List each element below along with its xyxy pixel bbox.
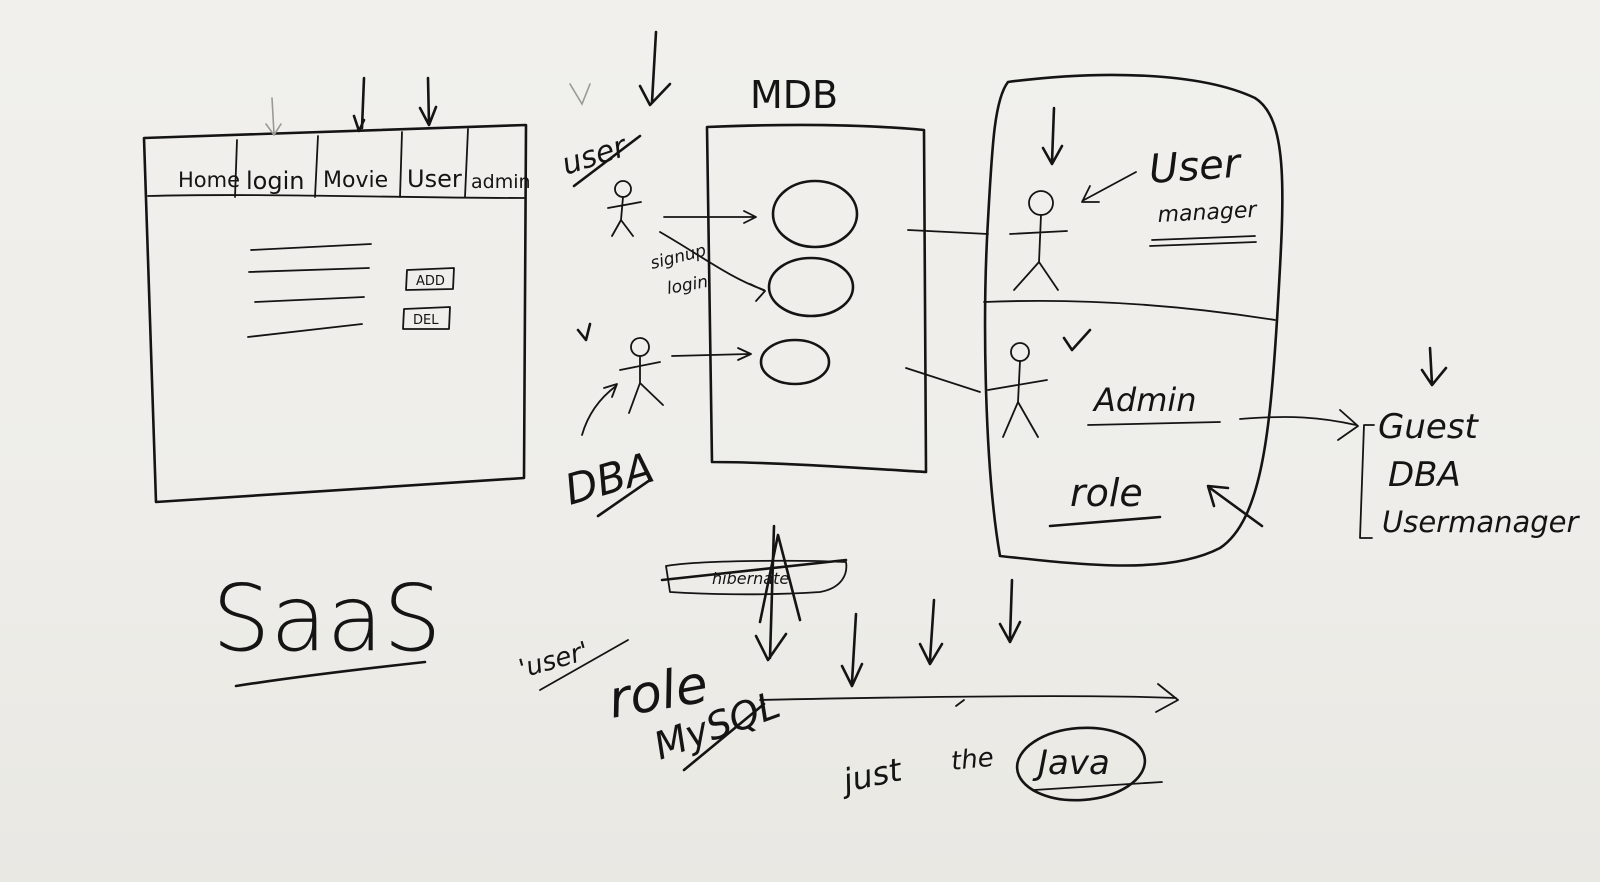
content-line (250, 243, 372, 251)
mdb-usecase: MDB user signup login DBA (558, 30, 928, 518)
dba-actor-label: DBA (559, 443, 659, 515)
role-guest: Guest (1378, 407, 1480, 447)
check-icon (1062, 328, 1092, 352)
arrow-right-icon (663, 210, 757, 224)
saas-text: SaaS (212, 565, 442, 672)
user-manager-sublabel: manager (1157, 198, 1259, 228)
arrow-left-icon (1081, 171, 1137, 203)
arrow-up-left-icon (1206, 484, 1264, 528)
dba-actor-icon (619, 337, 664, 414)
mdb-title: MDB (750, 73, 838, 117)
arrow-down-icon (638, 30, 672, 107)
tab-home[interactable]: Home (178, 168, 240, 192)
content-line (254, 296, 365, 303)
panel-divider (983, 300, 1276, 321)
check-icon (758, 533, 802, 624)
arrow-down-icon (840, 612, 864, 688)
arrow-down-icon (265, 97, 282, 137)
arrow-down-icon (754, 524, 788, 662)
underline (1048, 515, 1162, 528)
role-usermanager: Usermanager (1382, 505, 1581, 539)
just-note: just (836, 750, 906, 800)
usecase-ellipse (771, 179, 859, 249)
arrow-up-icon (581, 383, 618, 436)
tab-separator (234, 139, 238, 198)
role-label: role (1070, 471, 1143, 515)
java-label: Java (1032, 743, 1110, 783)
underline (539, 639, 629, 691)
del-button-label: DEL (413, 313, 439, 328)
del-button[interactable]: DEL (402, 306, 451, 330)
underline (682, 702, 766, 772)
bracket (1359, 424, 1375, 539)
user-actor-label: user (558, 129, 633, 183)
add-button[interactable]: ADD (405, 267, 455, 291)
arrow-down-icon (1420, 346, 1448, 387)
underline (1033, 781, 1163, 791)
mdb-system-box (705, 123, 928, 474)
check-icon (576, 322, 592, 342)
role-panel-outline (983, 73, 1284, 567)
user-note: 'user' (516, 636, 593, 684)
tab-separator (464, 128, 469, 198)
arrow-right-icon (759, 683, 1179, 713)
association-line (907, 229, 989, 235)
underline (1087, 421, 1221, 426)
content-line (247, 323, 363, 338)
signup-note: signup (648, 241, 708, 274)
add-button-label: ADD (416, 274, 445, 289)
role-panel: User manager Admin role (905, 73, 1284, 567)
arrow-down-icon (1041, 106, 1064, 166)
tab-separator (399, 131, 403, 198)
admin-actor-icon (987, 342, 1048, 438)
login-note: login (665, 272, 709, 299)
struck-text: hibernate (712, 569, 789, 588)
tab-login[interactable]: login (246, 167, 304, 195)
arrow-right-icon (671, 347, 752, 361)
content-line (248, 267, 370, 273)
tab-separator (314, 135, 319, 198)
user-manager-actor-icon (1009, 190, 1068, 291)
saas-label: SaaS (212, 565, 442, 688)
arrow-down-icon (418, 76, 438, 127)
website-mockup: Home login Movie User admin ADD DEL (142, 76, 531, 504)
mockup-nav-divider (147, 194, 526, 199)
usecase-ellipse (767, 256, 855, 318)
arrow-right-icon (659, 231, 766, 302)
arrow-down-icon (998, 578, 1022, 644)
tick-mark (955, 699, 965, 707)
usecase-ellipse (759, 338, 831, 386)
user-manager-label: User (1147, 141, 1244, 193)
arrow-right-icon (1239, 409, 1359, 441)
tab-movie[interactable]: Movie (323, 168, 388, 193)
user-actor-icon (607, 180, 642, 237)
underline (596, 478, 652, 518)
bottom-notes: hibernate 'user' role MySQL just the Jav… (516, 524, 1179, 802)
struck-box (665, 559, 848, 596)
roles-list: Guest DBA Usermanager (1239, 346, 1581, 539)
mockup-frame (142, 123, 528, 504)
check-icon (569, 83, 591, 106)
the-note: the (950, 743, 996, 777)
association-line (905, 367, 981, 393)
tab-user[interactable]: User (407, 165, 462, 193)
admin-label: Admin (1092, 381, 1197, 419)
arrow-down-icon (918, 598, 944, 666)
arrow-down-icon (352, 76, 366, 133)
java-circle (1015, 726, 1147, 802)
role-dba: DBA (1388, 455, 1461, 495)
underline (234, 660, 427, 688)
tab-admin[interactable]: admin (471, 171, 531, 193)
strikethrough (660, 558, 848, 582)
underline (1149, 235, 1257, 247)
underline (572, 134, 642, 188)
